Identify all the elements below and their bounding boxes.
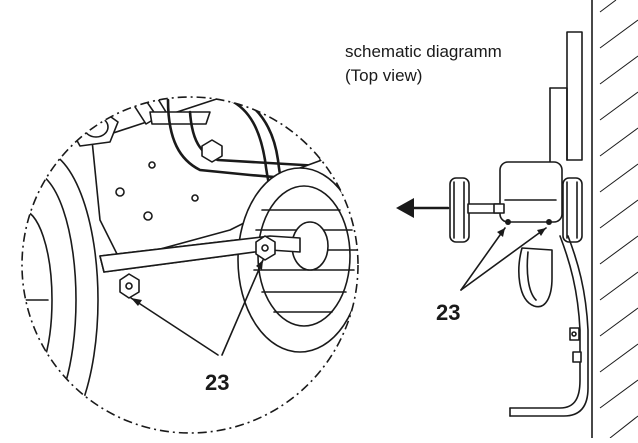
detail-circle — [21, 96, 359, 434]
detail-wheel-large — [22, 149, 99, 433]
lower-housing — [518, 247, 553, 308]
caption-line-2: (Top view) — [345, 66, 422, 85]
handle-bracket — [166, 98, 312, 182]
engine-housing — [499, 161, 563, 223]
wall — [591, 0, 638, 439]
detail-leader-right — [221, 259, 264, 356]
top-nut — [201, 139, 223, 163]
schematic-wheel-left — [449, 177, 470, 243]
schematic-leader-lines — [460, 227, 547, 291]
schematic-top-view — [449, 31, 589, 417]
caption-line-1: schematic diagramm — [345, 42, 502, 61]
arrow-left-icon — [396, 198, 450, 218]
schematic-callout-number: 23 — [436, 300, 460, 325]
detail-bolt-left — [119, 273, 140, 299]
schematic-bolt-left — [505, 219, 511, 225]
wall-hatching — [599, 0, 638, 439]
detail-bolt-right — [255, 235, 276, 261]
detail-view — [21, 96, 359, 434]
schematic-wheel-right — [562, 177, 583, 243]
schematic-bolt-right — [546, 219, 552, 225]
detail-callout-number: 23 — [205, 370, 229, 395]
upright-frame — [566, 31, 583, 161]
handle — [509, 235, 581, 409]
detail-leader-left — [130, 297, 219, 356]
detail-wheel-rear — [237, 167, 358, 353]
